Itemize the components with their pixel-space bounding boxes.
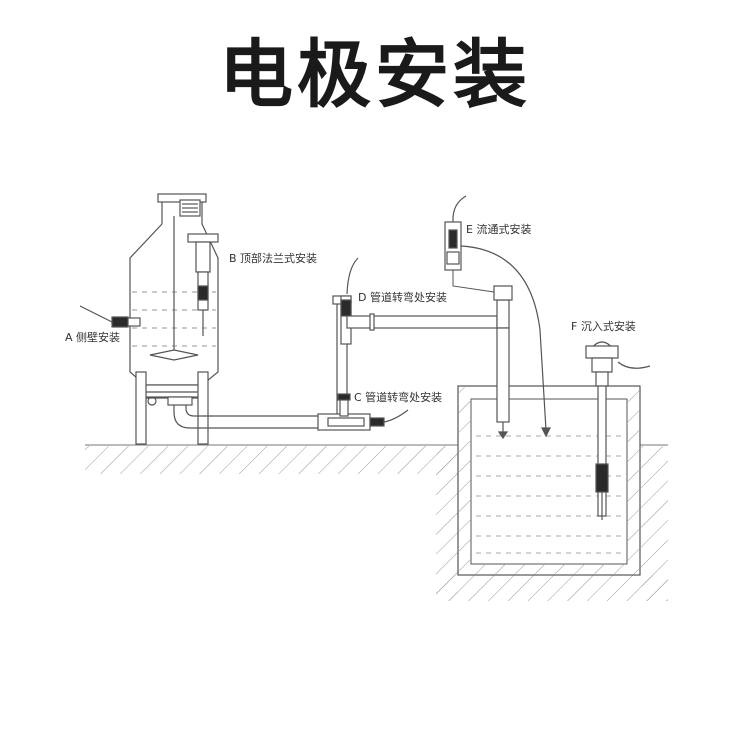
label-c: C 管道转弯处安装 (354, 390, 442, 404)
sensor-f-submerged (585, 341, 651, 520)
open-tank (457, 385, 641, 576)
label-e: E 流通式安装 (466, 222, 531, 236)
sensor-c-elbow (317, 393, 385, 431)
label-a: A 侧壁安装 (65, 330, 120, 344)
sensor-a-sidewall (79, 305, 141, 328)
pipe-e-link (452, 270, 495, 293)
page-title: 电极安装 (219, 32, 531, 118)
label-f: F 沉入式安装 (571, 319, 636, 333)
label-d: D 管道转弯处安装 (358, 290, 447, 304)
sensor-b-flange (187, 233, 219, 336)
label-b: B 顶部法兰式安装 (229, 251, 317, 265)
ground-left (85, 444, 458, 474)
sensor-e-flow (444, 195, 551, 438)
cable-d (346, 257, 359, 295)
ground-right (436, 444, 668, 601)
cable-c (383, 409, 409, 423)
pipe-bottom (167, 396, 318, 429)
